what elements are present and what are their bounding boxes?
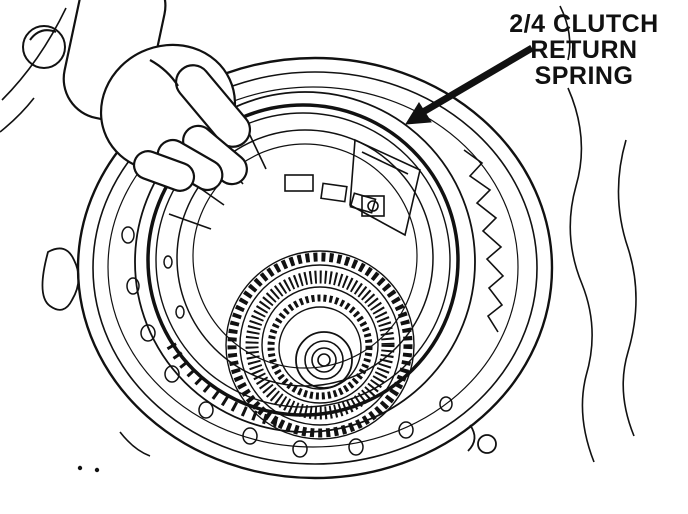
flange-bolt-holes [121,226,453,458]
return-spring-ring [146,103,460,417]
left-fabric-hole [41,247,80,311]
corner-hole-detail [22,25,66,69]
transmission-case [76,56,554,480]
callout-line-1: 2/4 CLUTCH [509,10,658,38]
sprag-teeth [463,149,505,333]
center-gear-assembly [225,250,415,440]
ink-dots [77,465,100,473]
hand-crease [149,59,179,87]
hand-thumb [174,64,252,148]
callout-line-2: RETURN [530,36,637,64]
hand-illustration [62,0,252,192]
callout-arrow [405,44,534,125]
bottom-right-details [467,424,497,454]
callout-line-3: SPRING [535,62,634,90]
callout-label: 2/4 CLUTCH RETURN SPRING [509,10,658,90]
background-drapery-lines [0,5,637,463]
retainer-window [284,138,421,237]
hand-finger-3 [132,150,196,192]
